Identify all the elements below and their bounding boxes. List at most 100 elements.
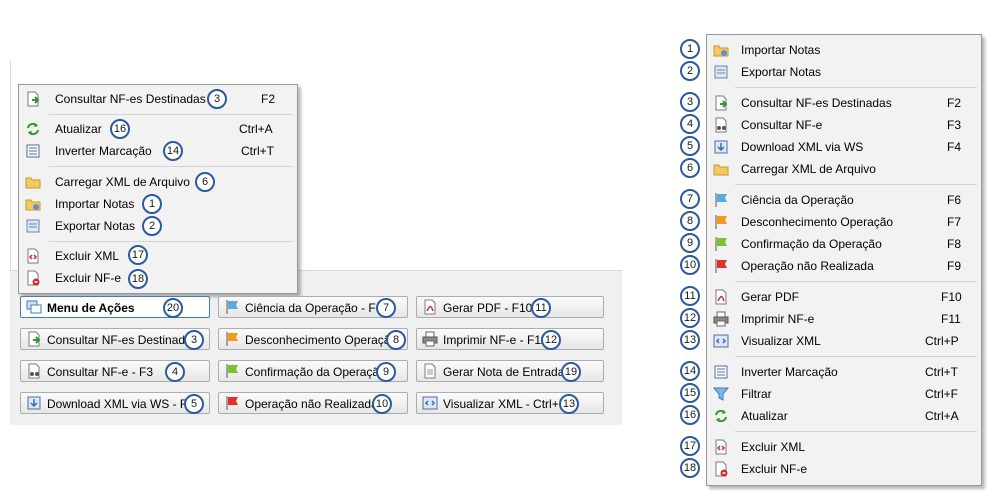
desconhecimento-operacao-button[interactable]: Desconhecimento Operação <box>218 328 408 350</box>
button-label: Gerar Nota de Entrada <box>443 365 565 379</box>
menu-item-label: Filtrar <box>741 387 772 401</box>
gerar-pdf-button[interactable]: Gerar PDF - F10 <box>416 296 604 318</box>
menu-item-shortcut: F2 <box>947 96 962 110</box>
menu-item-label: Carregar XML de Arquivo <box>741 162 876 176</box>
badge-14: 14 <box>163 141 183 161</box>
menu-item-inverter-marcacao[interactable]: Inverter Marcação Ctrl+T <box>19 140 297 162</box>
button-label: Visualizar XML - Ctrl+P <box>443 397 567 411</box>
menu-item-consultar-nfes-destinadas[interactable]: Consultar NF-es Destinadas F2 <box>707 92 981 114</box>
badge-6: 6 <box>680 158 700 178</box>
badge-5: 5 <box>184 394 204 414</box>
document-delete-icon <box>713 461 729 477</box>
badge-2: 2 <box>680 61 700 81</box>
database-export-icon <box>713 64 729 80</box>
menu-item-filtrar[interactable]: Filtrar Ctrl+F <box>707 383 981 405</box>
button-label: Ciência da Operação - F6 <box>245 301 383 315</box>
refresh-icon <box>25 121 41 137</box>
menu-item-confirmacao-operacao[interactable]: Confirmação da Operação F8 <box>707 233 981 255</box>
menu-item-atualizar[interactable]: Atualizar Ctrl+A <box>19 118 297 140</box>
menu-item-label: Consultar NF-e <box>741 118 823 132</box>
menu-item-desconhecimento-operacao[interactable]: Desconhecimento Operação F7 <box>707 211 981 233</box>
menu-item-importar-notas[interactable]: Importar Notas <box>19 193 297 215</box>
flag-red-icon <box>224 395 240 411</box>
button-label: Desconhecimento Operação <box>245 333 398 347</box>
consultar-nfe-button[interactable]: Consultar NF-e - F3 <box>20 360 210 382</box>
badge-7: 7 <box>680 189 700 209</box>
document-delete-icon <box>25 270 41 286</box>
menu-item-label: Atualizar <box>55 122 102 136</box>
badge-3: 3 <box>184 330 204 350</box>
menu-item-label: Exportar Notas <box>55 219 136 233</box>
menu-item-excluir-nfe[interactable]: Excluir NF-e <box>19 267 297 289</box>
menu-separator <box>735 87 977 88</box>
badge-4: 4 <box>165 362 185 382</box>
button-label: Gerar PDF - F10 <box>443 301 533 315</box>
menu-item-excluir-nfe[interactable]: Excluir NF-e <box>707 458 981 480</box>
menu-item-excluir-xml[interactable]: Excluir XML <box>707 436 981 458</box>
menu-item-label: Inverter Marcação <box>55 144 152 158</box>
folder-import-icon <box>25 196 41 212</box>
menu-item-shortcut: Ctrl+A <box>239 122 273 136</box>
menu-item-label: Download XML via WS <box>741 140 864 154</box>
menu-acoes-button[interactable]: Menu de Ações <box>20 296 210 318</box>
pdf-icon <box>713 289 729 305</box>
menu-item-importar-notas[interactable]: Importar Notas <box>707 39 981 61</box>
menu-separator <box>49 114 293 115</box>
menu-separator <box>735 356 977 357</box>
menu-item-ciencia-operacao[interactable]: Ciência da Operação F6 <box>707 189 981 211</box>
menu-item-shortcut: Ctrl+P <box>925 334 959 348</box>
menu-item-label: Carregar XML de Arquivo <box>55 175 190 189</box>
menu-item-consultar-nfe[interactable]: Consultar NF-e F3 <box>707 114 981 136</box>
ciencia-operacao-button[interactable]: Ciência da Operação - F6 <box>218 296 408 318</box>
menu-item-download-xml[interactable]: Download XML via WS F4 <box>707 136 981 158</box>
menu-item-shortcut: F3 <box>947 118 962 132</box>
confirmacao-operacao-button[interactable]: Confirmação da Operação - <box>218 360 408 382</box>
menu-item-label: Consultar NF-es Destinadas <box>55 92 206 106</box>
menu-item-shortcut: F6 <box>947 193 962 207</box>
menu-item-exportar-notas[interactable]: Exportar Notas <box>707 61 981 83</box>
menu-item-excluir-xml[interactable]: Excluir XML <box>19 245 297 267</box>
folder-icon <box>25 174 41 190</box>
menu-item-label: Consultar NF-es Destinadas <box>741 96 892 110</box>
visualizar-xml-button[interactable]: Visualizar XML - Ctrl+P <box>416 392 604 414</box>
printer-icon <box>422 331 438 347</box>
invert-selection-icon <box>25 143 41 159</box>
menu-item-visualizar-xml[interactable]: Visualizar XML Ctrl+P <box>707 330 981 352</box>
menu-item-shortcut: Ctrl+A <box>925 409 959 423</box>
menu-item-atualizar[interactable]: Atualizar Ctrl+A <box>707 405 981 427</box>
consultar-nfes-destinadas-button[interactable]: Consultar NF-es Destinadas <box>20 328 210 350</box>
badge-10: 10 <box>372 394 392 414</box>
menu-item-exportar-notas[interactable]: Exportar Notas <box>19 215 297 237</box>
operacao-nao-realizada-button[interactable]: Operação não Realizada - <box>218 392 408 414</box>
menu-item-shortcut: Ctrl+T <box>925 365 958 379</box>
folder-icon <box>713 161 729 177</box>
badge-9: 9 <box>376 362 396 382</box>
download-xml-button[interactable]: Download XML via WS - F4 <box>20 392 210 414</box>
menu-item-label: Desconhecimento Operação <box>741 215 894 229</box>
menu-item-label: Excluir NF-e <box>741 462 808 476</box>
left-context-menu: Consultar NF-es Destinadas F2 Atualizar … <box>18 84 298 294</box>
menu-item-consultar-nfes-destinadas[interactable]: Consultar NF-es Destinadas F2 <box>19 88 297 110</box>
menu-item-label: Operação não Realizada <box>741 259 874 273</box>
menu-item-carregar-xml[interactable]: Carregar XML de Arquivo <box>707 158 981 180</box>
flag-red-icon <box>713 258 729 274</box>
menu-item-shortcut: F11 <box>941 312 961 326</box>
gerar-nota-entrada-button[interactable]: Gerar Nota de Entrada <box>416 360 604 382</box>
menu-item-imprimir-nfe[interactable]: Imprimir NF-e F11 <box>707 308 981 330</box>
badge-3: 3 <box>207 89 227 109</box>
badge-17: 17 <box>128 245 148 265</box>
menu-item-carregar-xml[interactable]: Carregar XML de Arquivo <box>19 171 297 193</box>
menu-item-operacao-nao-realizada[interactable]: Operação não Realizada F9 <box>707 255 981 277</box>
menu-item-shortcut: Ctrl+T <box>241 144 274 158</box>
binoculars-icon <box>713 117 729 133</box>
menu-separator <box>49 241 293 242</box>
filter-icon <box>712 386 730 402</box>
button-label: Menu de Ações <box>47 301 135 315</box>
flag-blue-icon <box>713 192 729 208</box>
menu-item-label: Ciência da Operação <box>741 193 854 207</box>
badge-5: 5 <box>680 136 700 156</box>
menu-item-gerar-pdf[interactable]: Gerar PDF F10 <box>707 286 981 308</box>
imprimir-nfe-button[interactable]: Imprimir NF-e - F11 <box>416 328 604 350</box>
menu-item-inverter-marcacao[interactable]: Inverter Marcação Ctrl+T <box>707 361 981 383</box>
badge-14: 14 <box>680 361 700 381</box>
